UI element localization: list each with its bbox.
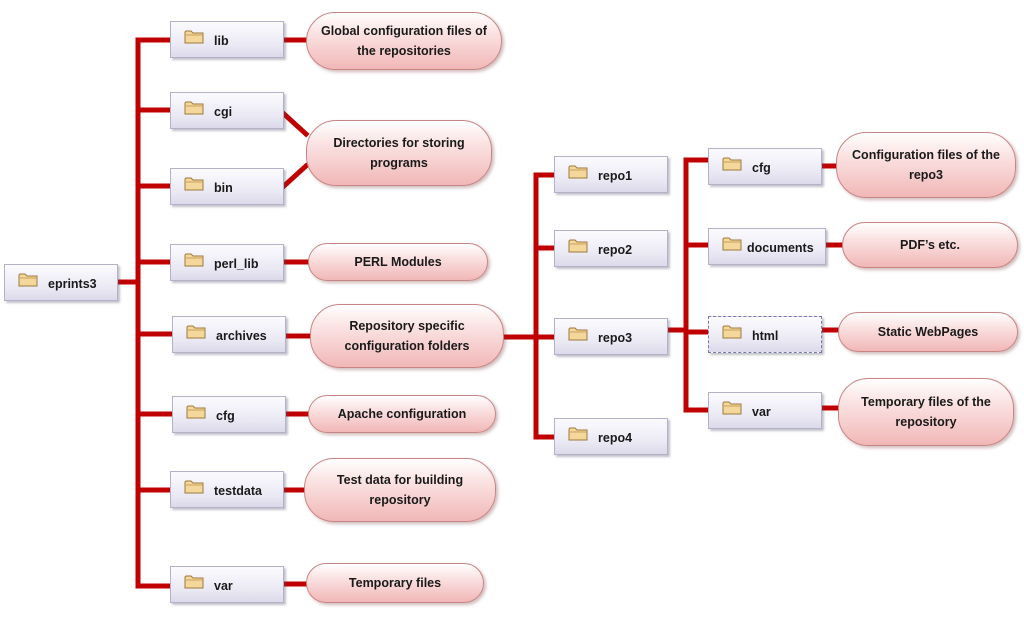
desc-repo3-var: Temporary files of the repository xyxy=(838,378,1014,446)
folder-icon xyxy=(184,101,204,115)
folder-icon xyxy=(722,157,742,171)
folder-icon xyxy=(184,30,204,44)
folder-icon xyxy=(184,480,204,494)
folder-perl-lib[interactable]: perl_lib xyxy=(170,244,284,281)
folder-label: testdata xyxy=(214,484,262,498)
folder-label: repo2 xyxy=(598,243,633,257)
folder-bin[interactable]: bin xyxy=(170,168,284,205)
folder-repo3-documents[interactable]: documents xyxy=(708,228,826,265)
folder-repo3-html[interactable]: html xyxy=(708,316,822,353)
folder-var[interactable]: var xyxy=(170,566,284,603)
folder-icon xyxy=(568,239,588,253)
desc-archives: Repository specific configuration folder… xyxy=(310,304,504,368)
folder-label: html xyxy=(752,329,779,343)
folder-label: cfg xyxy=(216,409,235,423)
folder-repo3-cfg[interactable]: cfg xyxy=(708,148,822,185)
folder-icon xyxy=(184,575,204,589)
folder-repo4[interactable]: repo4 xyxy=(554,418,668,455)
folder-cgi[interactable]: cgi xyxy=(170,92,284,129)
folder-icon xyxy=(186,325,206,339)
folder-label: perl_lib xyxy=(214,257,259,271)
folder-label: cgi xyxy=(214,105,233,119)
folder-icon xyxy=(186,405,206,419)
folder-icon xyxy=(722,325,742,339)
folder-label: repo1 xyxy=(598,169,633,183)
folder-repo3[interactable]: repo3 xyxy=(554,318,668,355)
folder-label: lib xyxy=(214,34,229,48)
folder-icon xyxy=(184,253,204,267)
desc-lib: Global configuration files of the reposi… xyxy=(306,12,502,70)
folder-label: cfg xyxy=(752,161,771,175)
folder-icon xyxy=(722,401,742,415)
folder-repo3-var[interactable]: var xyxy=(708,392,822,429)
folder-icon xyxy=(568,327,588,341)
folder-testdata[interactable]: testdata xyxy=(170,471,284,508)
folder-label: repo4 xyxy=(598,431,633,445)
folder-label: var xyxy=(214,579,233,593)
folder-label: repo3 xyxy=(598,331,633,345)
desc-repo3-cfg: Configuration files of the repo3 xyxy=(836,132,1016,198)
folder-icon xyxy=(722,237,742,251)
folder-cfg[interactable]: cfg xyxy=(172,396,286,433)
folder-label: var xyxy=(752,405,771,419)
folder-repo2[interactable]: repo2 xyxy=(554,230,668,267)
folder-label: archives xyxy=(216,329,267,343)
folder-repo1[interactable]: repo1 xyxy=(554,156,668,193)
folder-icon xyxy=(568,427,588,441)
folder-icon xyxy=(18,273,38,287)
folder-label: bin xyxy=(214,181,233,195)
folder-lib[interactable]: lib xyxy=(170,21,284,58)
folder-eprints3[interactable]: eprints3 xyxy=(4,264,118,301)
folder-archives[interactable]: archives xyxy=(172,316,286,353)
folder-icon xyxy=(184,177,204,191)
desc-testdata: Test data for building repository xyxy=(304,458,496,522)
desc-cgi-bin: Directories for storing programs xyxy=(306,120,492,186)
desc-cfg: Apache configuration xyxy=(308,395,496,433)
desc-var: Temporary files xyxy=(306,563,484,603)
folder-label: eprints3 xyxy=(48,277,97,291)
desc-perl-lib: PERL Modules xyxy=(308,243,488,281)
desc-repo3-documents: PDF’s etc. xyxy=(842,222,1018,268)
folder-label: documents xyxy=(747,241,814,255)
desc-repo3-html: Static WebPages xyxy=(838,312,1018,352)
folder-icon xyxy=(568,165,588,179)
